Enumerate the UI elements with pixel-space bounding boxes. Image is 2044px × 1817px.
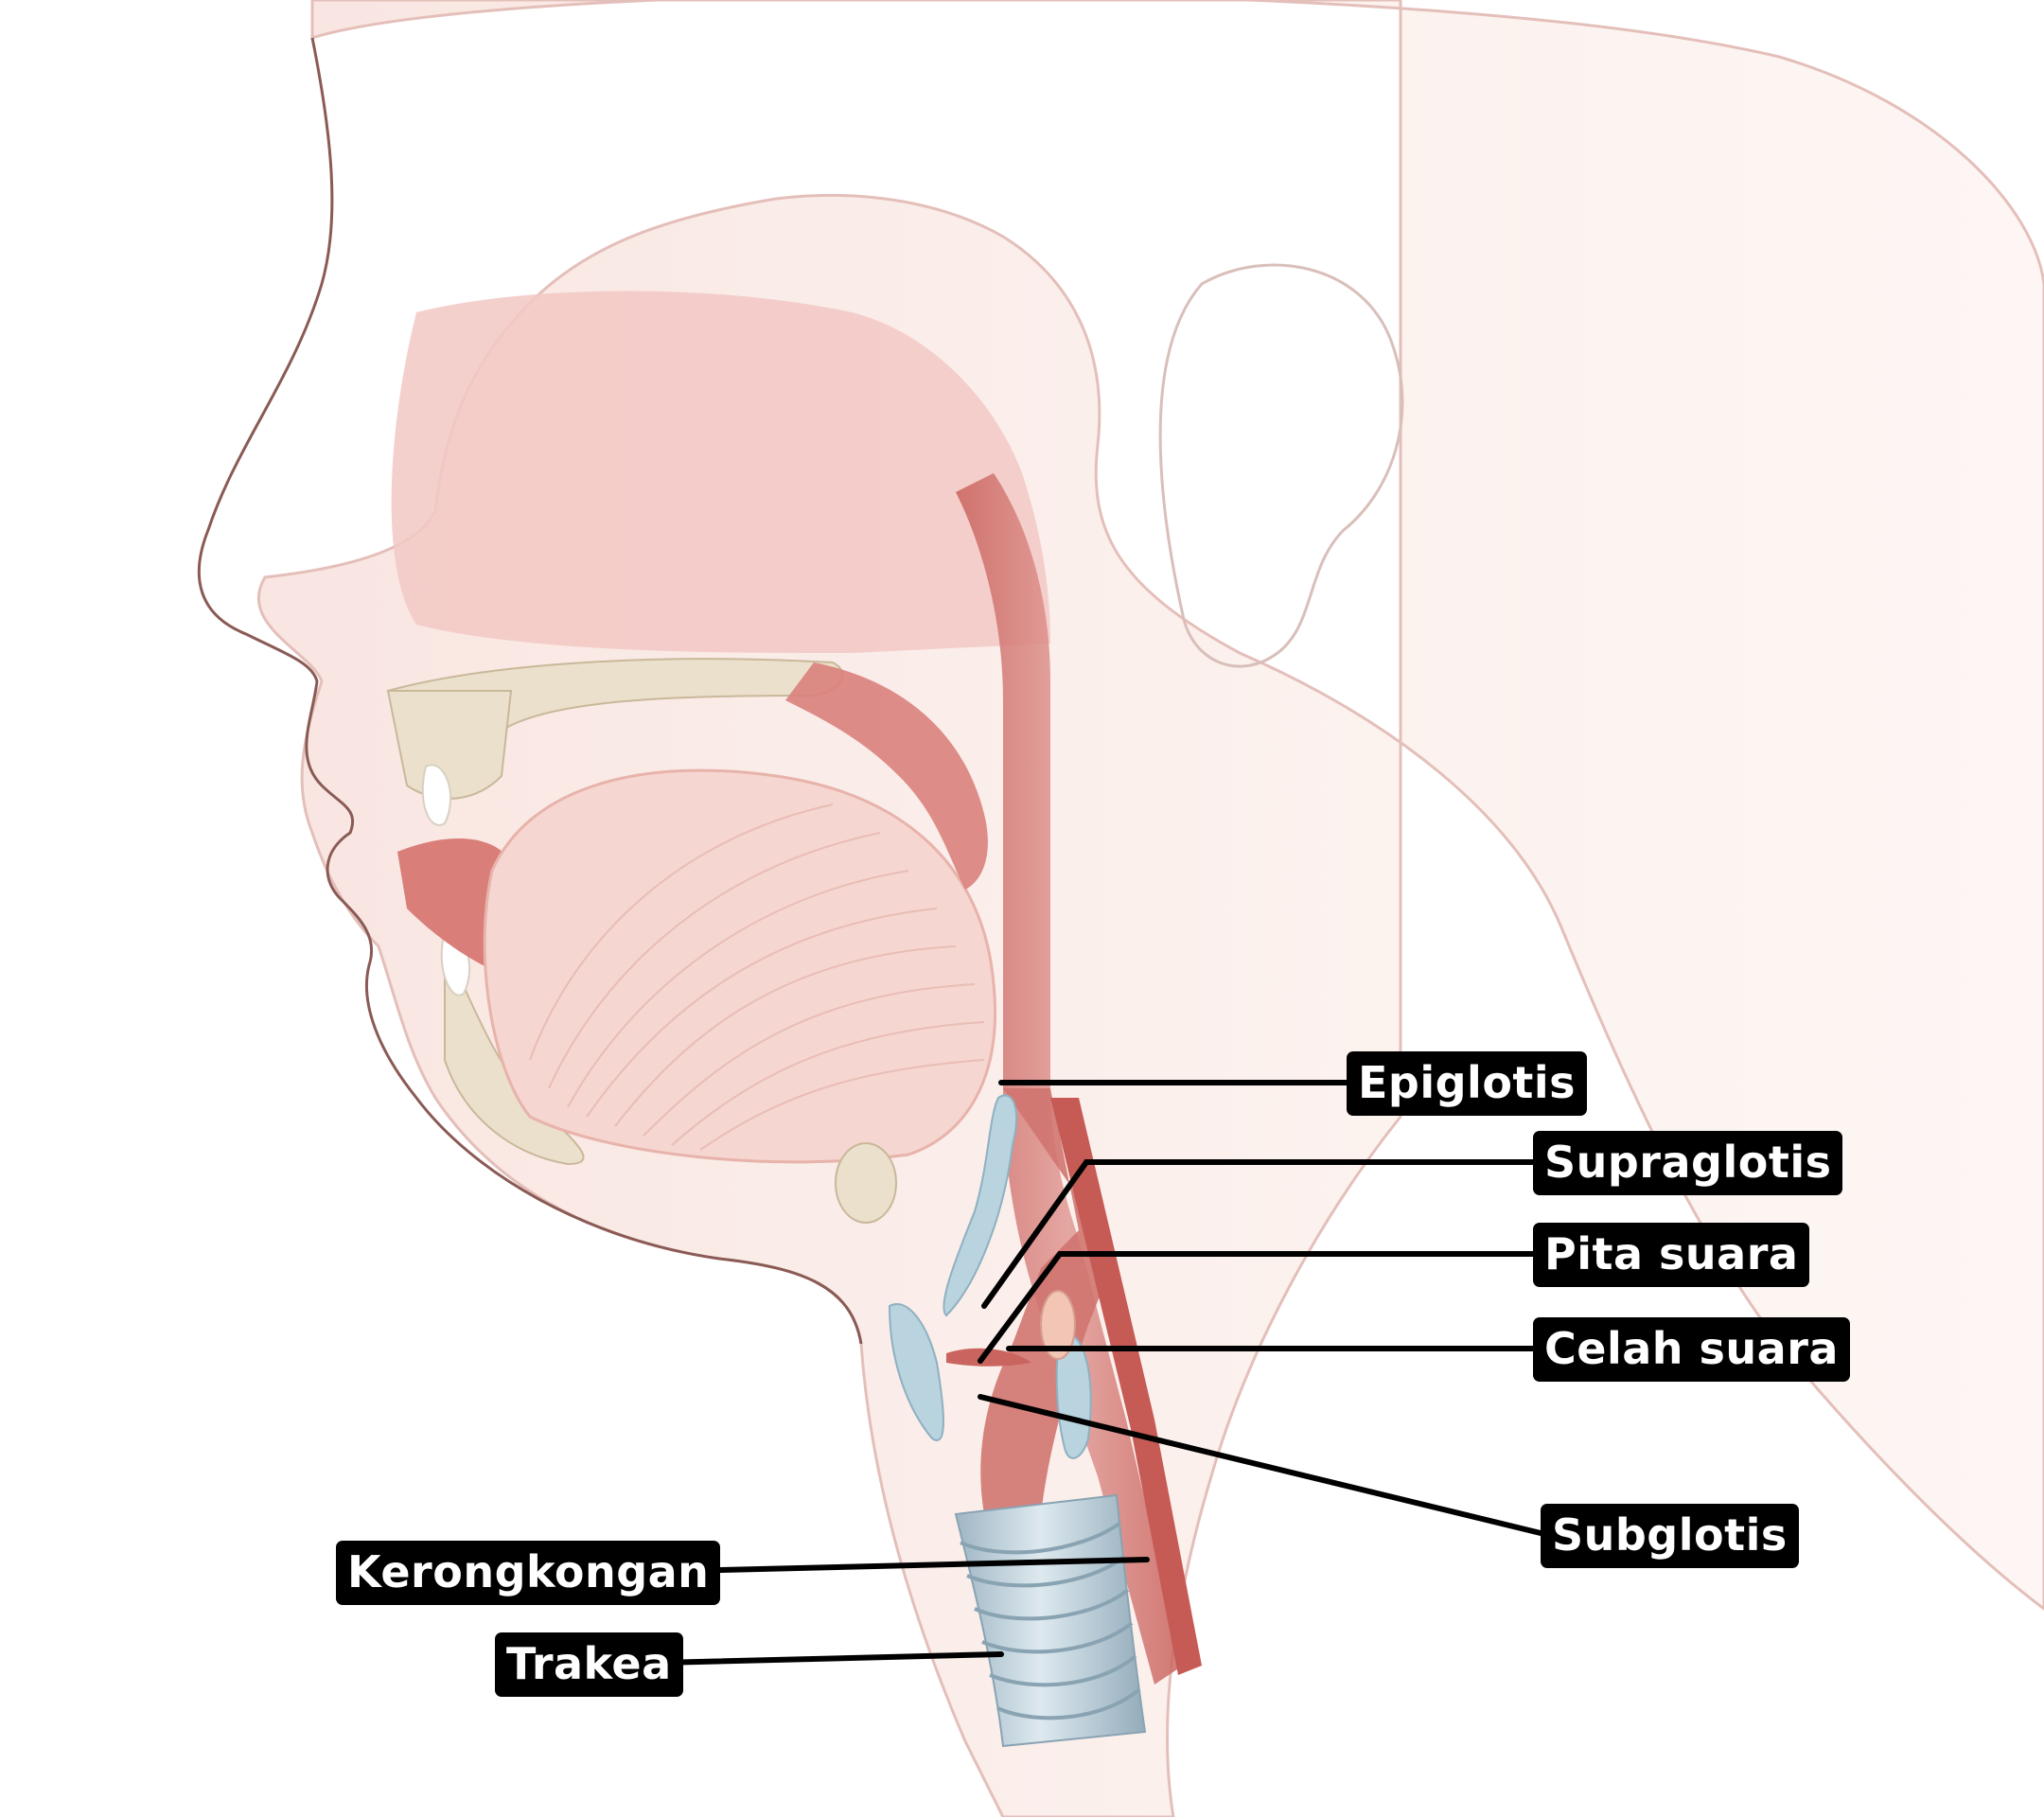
leader-trakea	[658, 1651, 1004, 1666]
tongue	[483, 768, 996, 1164]
leader-subglotis	[978, 1394, 1543, 1536]
label-kerongkongan: Kerongkongan	[336, 1541, 721, 1605]
soft-palate	[785, 662, 988, 890]
leader-supraglotis	[981, 1159, 1536, 1309]
esophagus	[1050, 1098, 1202, 1675]
epiglottis-shape	[943, 1094, 1018, 1317]
label-supraglotis: Supraglotis	[1533, 1131, 1843, 1195]
ear-outline	[1158, 263, 1404, 668]
leader-kerongkongan	[678, 1557, 1150, 1574]
label-subglotis: Subglotis	[1541, 1504, 1799, 1568]
trachea-tube	[954, 1493, 1147, 1748]
label-epiglotis: Epiglotis	[1347, 1051, 1588, 1116]
upper-incisor	[421, 764, 452, 826]
tongue-muscle-fibers	[529, 803, 985, 1151]
label-trakea: Trakea	[495, 1632, 683, 1697]
maxilla-bone	[386, 690, 513, 800]
leader-pita-suara	[978, 1251, 1536, 1364]
hyoid-bone	[835, 1142, 897, 1224]
pharynx-airway	[956, 473, 1183, 1685]
vocal-folds	[946, 1348, 1031, 1367]
label-celah-suara: Celah suara	[1533, 1317, 1850, 1382]
mandible-bone	[444, 945, 585, 1166]
nasal-cavity	[391, 291, 1050, 653]
thyroid-cartilage	[888, 1303, 944, 1441]
arytenoid-cartilage	[1040, 1290, 1076, 1360]
label-pita-suara: Pita suara	[1533, 1223, 1810, 1287]
trachea-rings	[960, 1522, 1141, 1720]
face-profile	[197, 37, 863, 1345]
